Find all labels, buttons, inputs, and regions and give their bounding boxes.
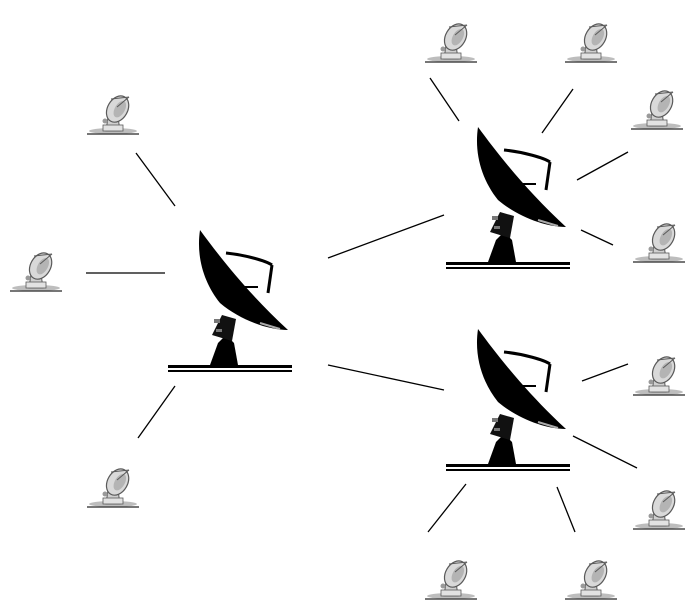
satellite-dish-icon xyxy=(425,557,477,599)
satellite-dish-icon xyxy=(87,465,139,507)
satellite-dish-icon xyxy=(633,353,685,395)
link-line xyxy=(428,484,466,532)
hub-satellite-dish-icon xyxy=(446,329,570,471)
link-line xyxy=(542,89,573,133)
link-lines xyxy=(86,78,637,532)
satellite-dish-icon xyxy=(631,87,683,129)
satellite-dish-icon xyxy=(633,220,685,262)
link-line xyxy=(573,436,637,468)
link-line xyxy=(430,78,459,121)
hub-satellite-dish-icon xyxy=(446,127,570,269)
link-line xyxy=(136,153,175,206)
satellite-dish-icon xyxy=(633,487,685,529)
link-line xyxy=(582,364,628,381)
hub-link-line xyxy=(328,215,444,258)
link-line xyxy=(557,487,575,532)
hub-link-line xyxy=(328,365,444,390)
satellite-dish-icon xyxy=(425,20,477,62)
link-line xyxy=(138,386,175,438)
hub-satellite-dish-icon xyxy=(168,230,292,372)
satellite-dish-icon xyxy=(10,249,62,291)
link-line xyxy=(577,152,628,180)
satellite-dish-icon xyxy=(565,20,617,62)
satellite-dish-icon xyxy=(87,92,139,134)
link-line xyxy=(581,230,613,245)
satellite-dish-icon xyxy=(565,557,617,599)
